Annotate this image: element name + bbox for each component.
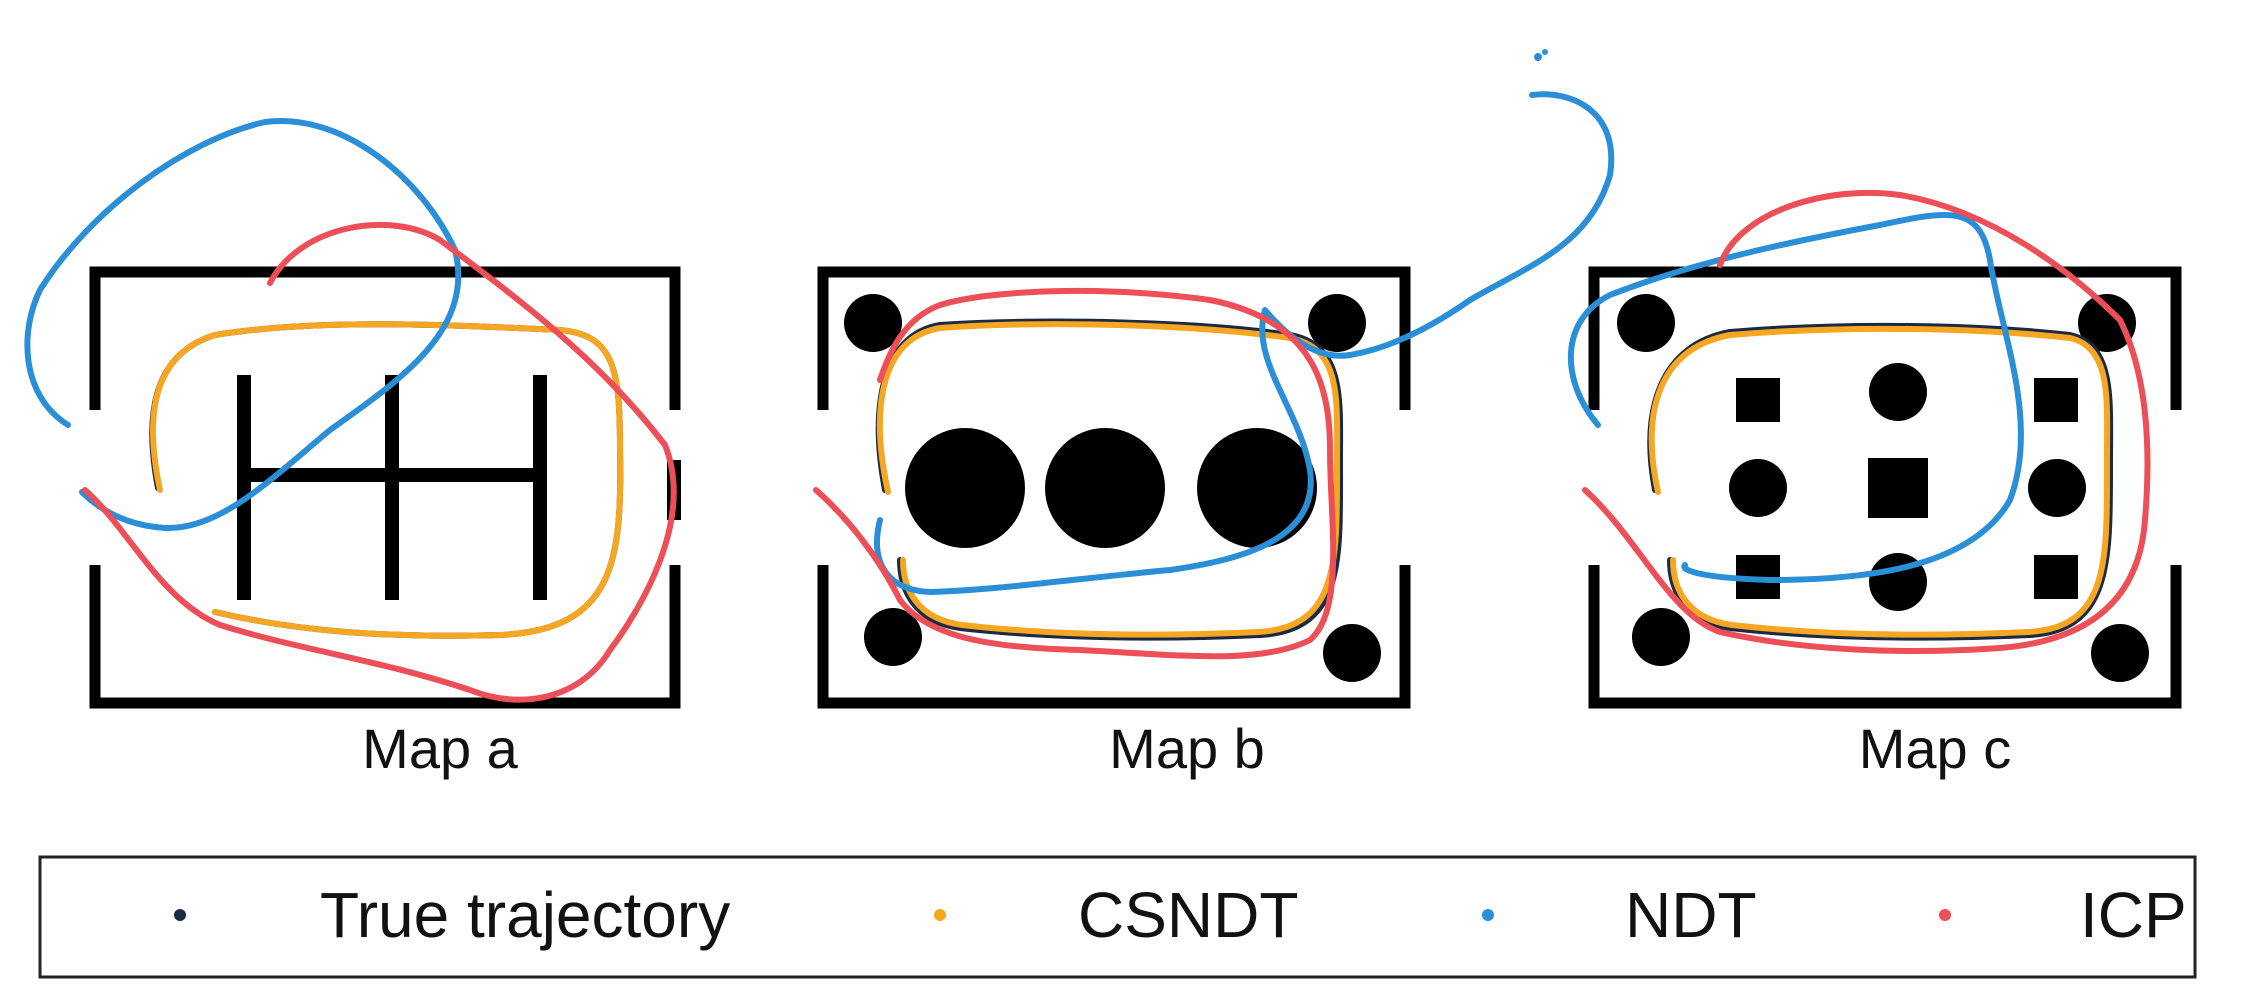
map-b: Map b — [813, 49, 1615, 780]
map-a-icp-trajectory — [82, 221, 677, 703]
map-a-csndt-trajectory — [150, 321, 624, 639]
legend-label: ICP — [2080, 879, 2187, 951]
map-c-ndt-trajectory — [1568, 211, 2024, 583]
legend-item-ndt: NDT — [1482, 879, 1757, 951]
map-c-obstacles — [1617, 294, 2149, 682]
legend-marker — [1939, 909, 1951, 921]
legend-box — [38, 855, 2197, 979]
legend-item-true-trajectory: True trajectory — [174, 879, 730, 951]
map-b-walls — [817, 266, 1411, 709]
legend-item-csndt: CSNDT — [934, 879, 1298, 951]
map-b-ndt-scatter-point — [1535, 55, 1541, 61]
legend: True trajectory CSNDT NDT ICP — [38, 855, 2197, 979]
map-c-icp-trajectory — [1582, 189, 2151, 655]
legend-label: CSNDT — [1078, 879, 1298, 951]
legend-item-icp: ICP — [1939, 879, 2187, 951]
map-c: Map c — [1568, 189, 2182, 780]
map-a-ndt-trajectory — [24, 117, 462, 532]
map-b-ndt-trajectory — [874, 91, 1615, 595]
map-b-icp-trajectory — [813, 287, 1337, 660]
map-a-obstacles — [237, 375, 547, 600]
legend-label: True trajectory — [320, 879, 730, 951]
legend-label: NDT — [1625, 879, 1757, 951]
map-b-ndt-scatter-point — [1542, 49, 1548, 55]
map-c-csndt-trajectory — [1648, 325, 2111, 638]
map-b-label: Map b — [1109, 717, 1265, 780]
map-a-label: Map a — [362, 717, 518, 780]
legend-marker — [174, 909, 186, 921]
map-b-obstacles — [844, 294, 1381, 682]
map-b-csndt-trajectory — [876, 321, 1341, 638]
map-c-label: Map c — [1859, 717, 2012, 780]
map-a: Map a — [24, 117, 681, 780]
legend-marker — [934, 909, 946, 921]
map-c-walls — [1588, 266, 2182, 709]
legend-marker — [1482, 909, 1494, 921]
